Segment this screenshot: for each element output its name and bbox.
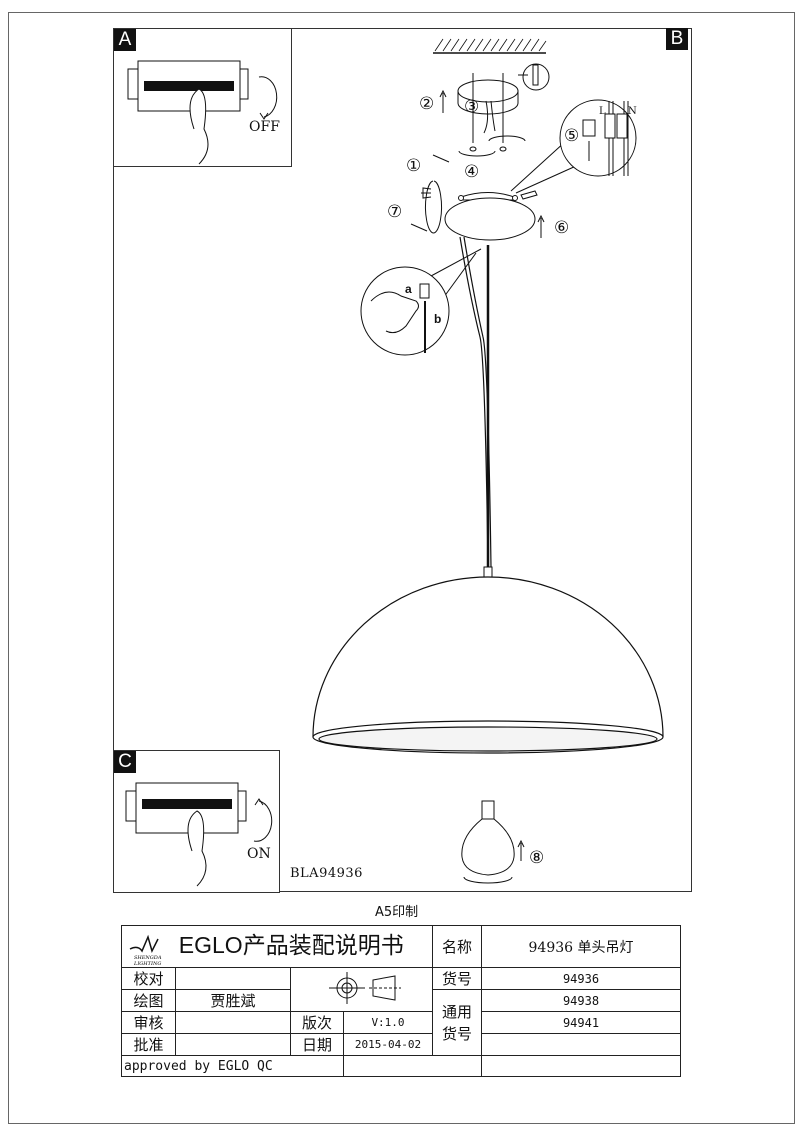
step-b-label: b bbox=[434, 312, 441, 326]
cable-adjust-detail-icon bbox=[360, 248, 482, 356]
approve-value bbox=[175, 1033, 291, 1056]
common-item-1: 94938 bbox=[481, 989, 682, 1012]
step-2-label: ② bbox=[419, 94, 434, 114]
circuit-breaker-on-icon bbox=[125, 782, 273, 887]
approve-label: 批准 bbox=[121, 1033, 176, 1056]
drawing-value: 贾胜斌 bbox=[175, 989, 291, 1012]
screws-icon bbox=[458, 135, 526, 157]
proof-label: 校对 bbox=[121, 967, 176, 990]
common-item-2: 94941 bbox=[481, 1011, 682, 1034]
step-8-label: ⑧ bbox=[529, 848, 544, 868]
light-bulb-icon bbox=[461, 800, 515, 884]
name-label: 名称 bbox=[432, 925, 483, 968]
svg-text:LIGHTING: LIGHTING bbox=[133, 961, 161, 967]
drawing-label: 绘图 bbox=[121, 989, 176, 1012]
version-value: V:1.0 bbox=[342, 1011, 434, 1034]
projection-symbol bbox=[289, 967, 434, 1012]
switch-on-label: ON bbox=[247, 846, 271, 862]
common-item-label: 通用货号 bbox=[432, 989, 483, 1056]
common-item-3 bbox=[481, 1033, 682, 1056]
version-label: 版次 bbox=[290, 1011, 344, 1034]
panel-a-switch-off: A OFF bbox=[113, 28, 292, 167]
panel-c-tag: C bbox=[114, 751, 136, 773]
review-value bbox=[175, 1011, 291, 1034]
step-6-label: ⑥ bbox=[554, 218, 569, 238]
review-label: 审核 bbox=[121, 1011, 176, 1034]
svg-text:SHENGDA: SHENGDA bbox=[134, 955, 162, 961]
blank-cell-2 bbox=[481, 1055, 682, 1077]
panel-b-tag: B bbox=[666, 28, 688, 50]
dome-shade-icon bbox=[312, 576, 664, 754]
document-title: EGLO产品装配说明书 bbox=[178, 932, 404, 958]
live-label: L bbox=[599, 106, 606, 117]
first-angle-projection-icon bbox=[328, 971, 401, 1004]
canopy-icon bbox=[421, 180, 538, 241]
name-value: 94936 单头吊灯 bbox=[481, 925, 682, 968]
panel-c-switch-on: C ON bbox=[113, 750, 280, 893]
step-a-label: a bbox=[405, 282, 412, 296]
page-border bbox=[8, 12, 795, 1124]
switch-off-label: OFF bbox=[249, 119, 280, 135]
print-note: A5印制 bbox=[375, 905, 419, 920]
circuit-breaker-off-icon bbox=[127, 60, 278, 165]
step-7-label: ⑦ bbox=[387, 202, 402, 222]
step-5-label: ⑤ bbox=[564, 126, 579, 146]
drawing-code: BLA94936 bbox=[290, 866, 363, 881]
blank-cell bbox=[342, 1055, 483, 1077]
step-3-label: ③ bbox=[464, 97, 479, 117]
wiring-detail-icon bbox=[510, 99, 637, 194]
panel-a-tag: A bbox=[114, 29, 136, 51]
step-4-label: ④ bbox=[464, 162, 479, 182]
date-value: 2015-04-02 bbox=[342, 1033, 434, 1056]
cable-icon bbox=[459, 236, 493, 578]
item-no-value: 94936 bbox=[481, 967, 682, 990]
ceiling-icon bbox=[433, 38, 547, 54]
date-label: 日期 bbox=[290, 1033, 344, 1056]
neutral-label: N bbox=[628, 106, 637, 117]
arrows-icon bbox=[410, 89, 545, 861]
step-1-label: ① bbox=[406, 156, 421, 176]
common-item-label-1: 通用 bbox=[442, 1002, 473, 1021]
proof-value bbox=[175, 967, 291, 990]
mounting-bracket-icon bbox=[457, 63, 550, 143]
pendant-lamp-drawing: ① ② ③ ④ ⑤ ⑥ ⑦ ⑧ a b L N bbox=[312, 38, 664, 884]
approved-by: approved by EGLO QC bbox=[121, 1055, 344, 1077]
drawing-frame: ① ② ③ ④ ⑤ ⑥ ⑦ ⑧ a b L N A OFF B C bbox=[113, 28, 692, 893]
common-item-label-2: 货号 bbox=[442, 1024, 473, 1043]
item-no-label: 货号 bbox=[432, 967, 483, 990]
